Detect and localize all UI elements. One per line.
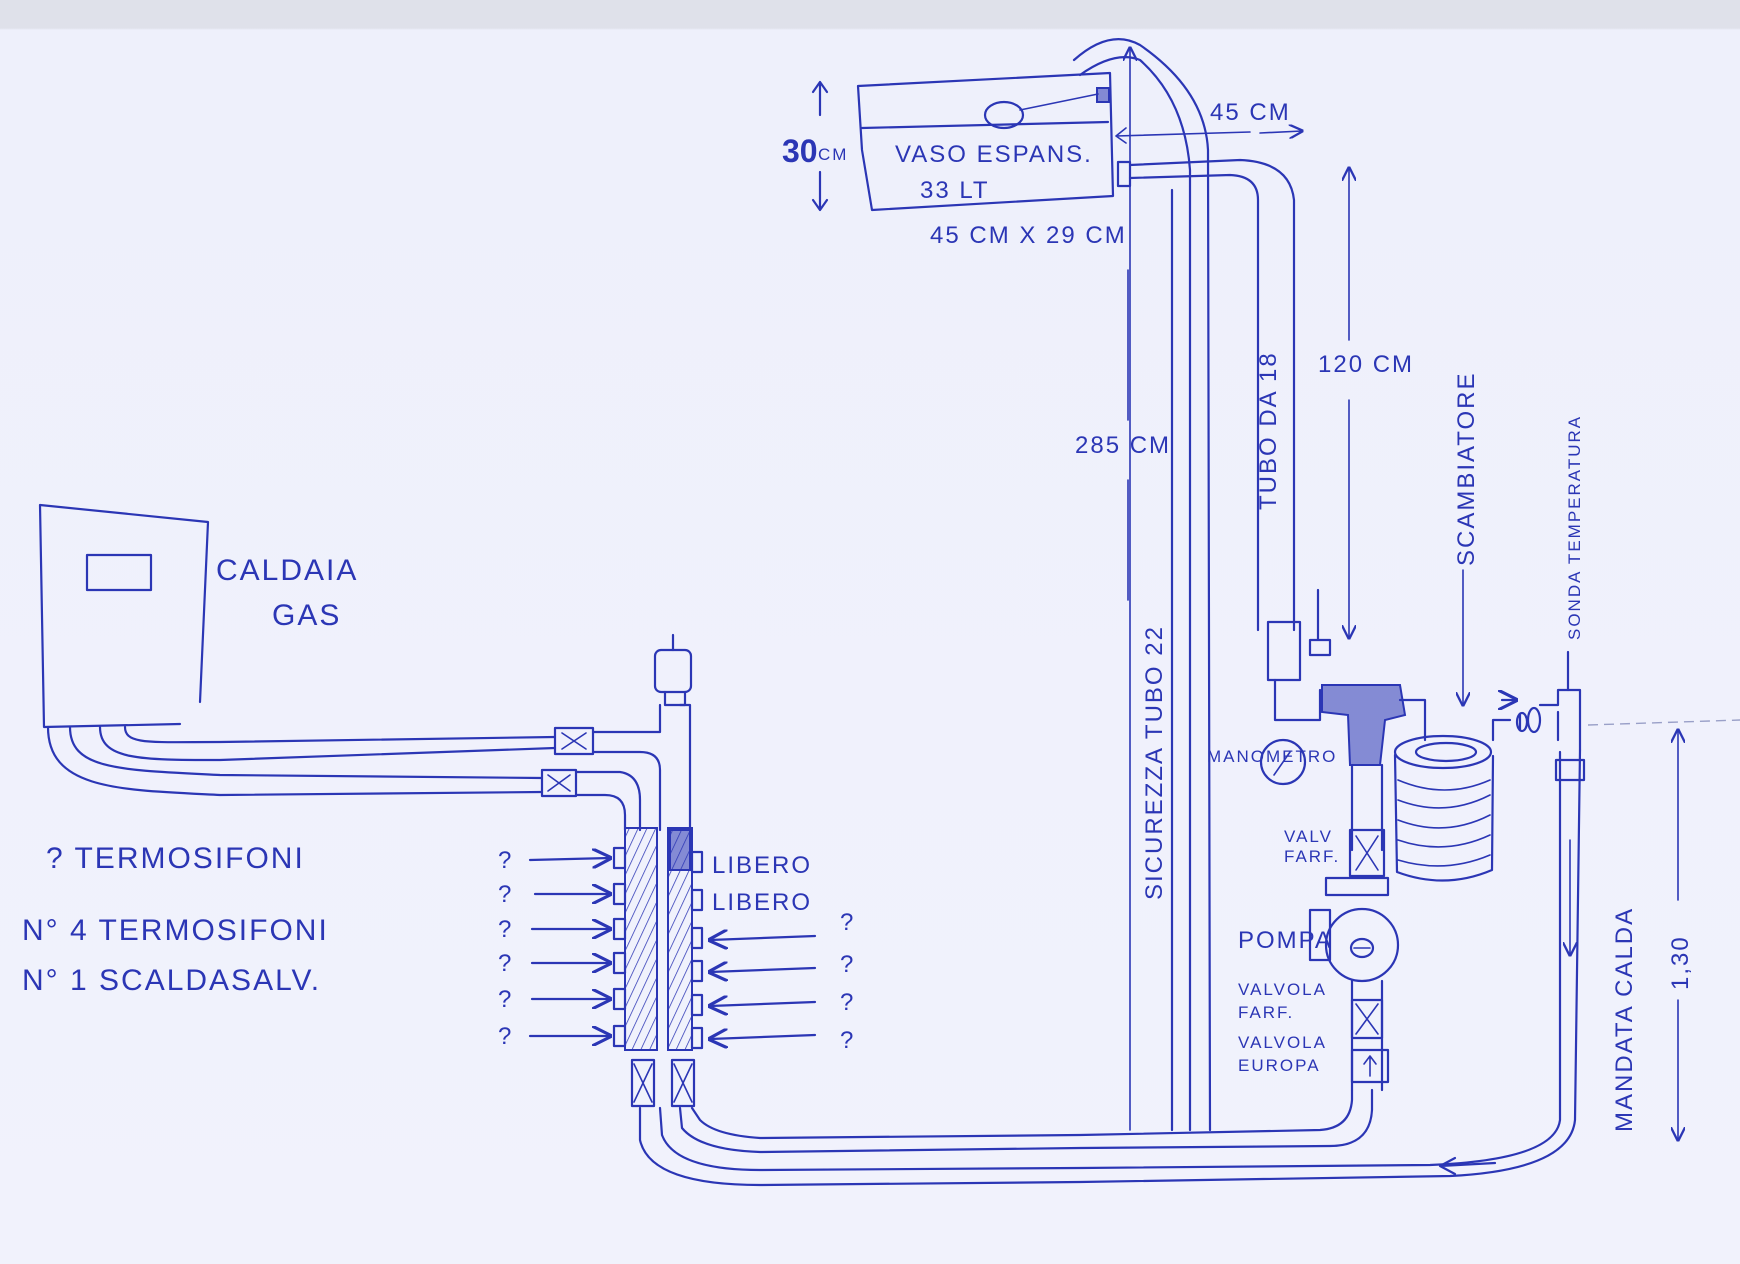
pipe-18-label: TUBO DA 18 (1255, 351, 1282, 510)
outlet-right-3: ? (840, 909, 855, 936)
valve2-label-1: VALVOLA (1238, 980, 1327, 999)
tank-capacity: 33 LT (920, 177, 990, 204)
outlet-right-5: ? (840, 989, 855, 1016)
tank-label: VASO ESPANS. (895, 141, 1093, 168)
outlet-left-3: ? (498, 916, 513, 943)
heat-exchanger: SCAMBIATORE (1393, 372, 1542, 882)
outlet-right-6: ? (840, 1027, 855, 1054)
flow-height-dimension: 1,30 (1587, 719, 1740, 1140)
manifold-right-outlets: LIBERO LIBERO ? ? ? ? (690, 850, 855, 1054)
ball-valve-icon (553, 726, 595, 756)
boiler-display (85, 553, 153, 592)
boiler: CALDAIA GAS (38, 503, 358, 729)
valve3-label-2: EUROPA (1238, 1056, 1321, 1075)
outlet-right-4: ? (840, 951, 855, 978)
temperature-probe: SONDA TEMPERATURA MANDATA CALDA (1538, 415, 1638, 1132)
tank-height-unit: CM (818, 145, 848, 164)
manometer-icon (1259, 738, 1307, 786)
manifold-left-outlets: ? ? ? ? ? ? (498, 846, 627, 1050)
outlet-right-2: LIBERO (712, 889, 812, 916)
manometer-label: MANOMETRO (1207, 747, 1337, 766)
flow-label: MANDATA CALDA (1611, 907, 1638, 1132)
valve-farf-label-1: VALV (1284, 827, 1333, 846)
note-water-heater: N° 1 SCALDASALV. (22, 964, 321, 997)
exchanger-drop-dimension: 120 CM (1318, 168, 1414, 638)
boiler-pipes (46, 633, 693, 832)
outlet-left-4: ? (498, 950, 513, 977)
tank-size: 45 CM X 29 CM (930, 222, 1127, 249)
boiler-label-gas: GAS (272, 599, 341, 632)
note-radiators-unknown: ? TERMOSIFONI (46, 842, 305, 875)
outlet-left-6: ? (498, 1023, 513, 1050)
valve3-label-1: VALVOLA (1238, 1033, 1327, 1052)
boiler-label: CALDAIA (216, 554, 358, 587)
outlet-left-5: ? (498, 986, 513, 1013)
pump-label: POMPA (1238, 927, 1333, 954)
butterfly-valve-icon (1355, 1003, 1379, 1035)
air-vent-icon (653, 648, 693, 694)
return-pipes (638, 748, 1582, 1187)
butterfly-valve-icon (1355, 835, 1379, 871)
valve-farf-label-2: FARF. (1284, 847, 1340, 866)
pump-group: MANOMETRO VALV FARF. POMPA VALVOLA FARF.… (1207, 588, 1427, 1092)
outlet-left-2: ? (498, 881, 513, 908)
pump-icon (1324, 907, 1400, 983)
check-valve-icon (1350, 1048, 1390, 1084)
probe-label: SONDA TEMPERATURA (1565, 415, 1584, 640)
tank-offset-label: 45 CM (1210, 99, 1291, 126)
tank-height: 30 (782, 133, 818, 169)
safety-pipe-label: SICUREZZA TUBO 22 (1141, 625, 1168, 900)
notes: ? TERMOSIFONI N° 4 TERMOSIFONI N° 1 SCAL… (22, 842, 329, 997)
manifold: ? ? ? ? ? ? LIBERO LIBERO ? ? ? ? (498, 827, 855, 1108)
outlet-left-1: ? (498, 847, 513, 874)
safety-length-label: 285 CM (1075, 432, 1171, 459)
safety-pipe: 45 CM 285 CM SICUREZZA TUBO 22 TUBO DA 1… (1072, 38, 1302, 1132)
note-radiators-count: N° 4 TERMOSIFONI (22, 914, 329, 947)
outlet-right-1: LIBERO (712, 852, 812, 879)
exchanger-label: SCAMBIATORE (1453, 372, 1480, 566)
valve2-label-2: FARF. (1238, 1003, 1294, 1022)
drop-label: 120 CM (1318, 351, 1414, 378)
ball-valve-icon (540, 768, 578, 798)
expansion-tank: VASO ESPANS. 33 LT 45 CM X 29 CM 30 CM (782, 71, 1132, 249)
flow-height-label: 1,30 (1667, 935, 1694, 990)
